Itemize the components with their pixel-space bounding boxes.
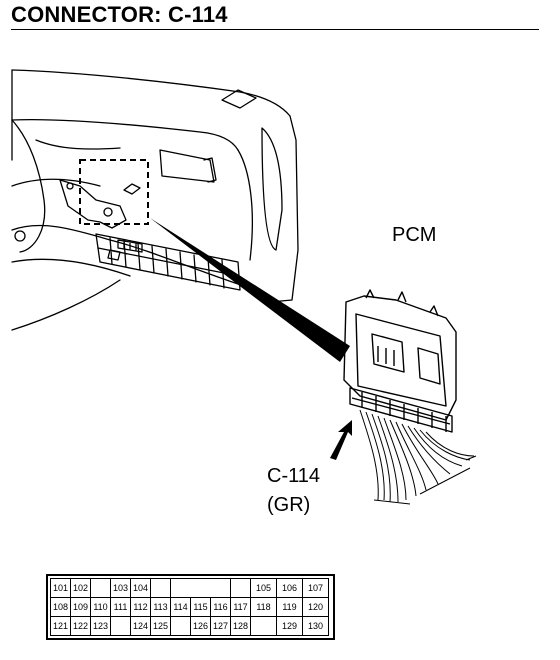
connector-id-label: C-114 <box>267 465 320 487</box>
connector-arrow <box>330 420 352 460</box>
pin-cell: 129 <box>276 616 303 636</box>
pcm-raised-panel <box>371 333 405 373</box>
pin-cell: 124 <box>130 616 151 636</box>
dash-lower-curve-3 <box>11 258 131 277</box>
pin-cell: 106 <box>276 578 303 598</box>
pin-cell: 116 <box>210 597 231 617</box>
pin-cell: 111 <box>110 597 131 617</box>
harness-wire <box>401 423 439 485</box>
page-title: CONNECTOR: C-114 <box>11 2 228 27</box>
harness-end <box>373 455 477 505</box>
pcm-slots <box>377 346 395 366</box>
harness-wire <box>425 431 475 457</box>
pin-cell: 103 <box>110 578 131 598</box>
pin-cell: 128 <box>230 616 251 636</box>
pin-cell: 127 <box>210 616 231 636</box>
pin-cell: 109 <box>70 597 91 617</box>
dash-lower-curve-4 <box>11 279 121 331</box>
pin-cell: 112 <box>130 597 151 617</box>
pin-cell: 122 <box>70 616 91 636</box>
dash-side-recess <box>261 127 283 251</box>
pcm-face <box>355 313 447 407</box>
dash-panel <box>159 149 215 183</box>
pcm-side-detail <box>417 347 441 385</box>
harness-wire <box>419 429 471 461</box>
pin-cell: 115 <box>190 597 211 617</box>
pin-cell <box>170 578 191 598</box>
dash-top-edge <box>11 69 291 117</box>
pin-cell <box>230 578 251 598</box>
pcm-label: PCM <box>392 224 437 246</box>
pin-cell: 110 <box>90 597 111 617</box>
pin-cell <box>170 616 191 636</box>
junction-relays <box>117 239 143 253</box>
junction-grid <box>97 237 240 289</box>
harness-wire <box>371 413 391 503</box>
pin-cell <box>210 578 231 598</box>
dash-vent <box>221 89 257 109</box>
pin-cell: 104 <box>130 578 151 598</box>
pin-cell <box>150 578 171 598</box>
pin-cell: 102 <box>70 578 91 598</box>
harness-wire <box>407 425 451 475</box>
dash-fastener <box>14 230 26 242</box>
dash-right-inner <box>237 149 254 261</box>
pin-cell: 114 <box>170 597 191 617</box>
pinout-table: 101 102 103 104 105 106 107 108 109 110 … <box>50 578 329 636</box>
junction-block <box>95 233 241 291</box>
callout-box <box>79 159 149 225</box>
harness-wire <box>389 419 417 497</box>
pin-cell: 113 <box>150 597 171 617</box>
dash-lower-edge <box>11 118 239 151</box>
small-connector <box>107 249 121 261</box>
pin-cell: 119 <box>276 597 303 617</box>
pin-cell: 120 <box>302 597 329 617</box>
pin-cell: 123 <box>90 616 111 636</box>
pin-cell: 117 <box>230 597 251 617</box>
harness-wire <box>359 409 379 501</box>
pcm-connector-cells <box>351 392 451 432</box>
connector-pinout: 101 102 103 104 105 106 107 108 109 110 … <box>46 574 335 640</box>
mount-bolt <box>103 207 113 217</box>
pcm-top-tabs <box>365 289 439 317</box>
pin-cell <box>250 616 277 636</box>
dash-right-panel <box>269 115 299 303</box>
pin-cell <box>90 578 111 598</box>
pin-cell: 125 <box>150 616 171 636</box>
dash-knee-panel <box>35 139 121 150</box>
harness-wire <box>395 421 427 491</box>
pin-row: 108 109 110 111 112 113 114 115 116 117 … <box>50 597 329 617</box>
pin-cell: 126 <box>190 616 211 636</box>
pcm-connector-row <box>349 387 453 433</box>
pin-cell <box>190 578 211 598</box>
mount-bracket <box>59 179 127 229</box>
harness-wire <box>365 411 385 501</box>
mount-tab <box>123 183 141 195</box>
pin-row: 121 122 123 124 125 126 127 128 129 130 <box>50 616 329 636</box>
pin-cell: 118 <box>250 597 277 617</box>
dash-left-shape <box>11 119 46 253</box>
pin-cell: 105 <box>250 578 277 598</box>
connector-color-label: (GR) <box>267 494 311 516</box>
dash-clip <box>203 157 217 183</box>
dash-lower-curve <box>11 178 101 187</box>
pin-cell: 101 <box>50 578 71 598</box>
pin-cell: 121 <box>50 616 71 636</box>
pin-cell: 108 <box>50 597 71 617</box>
callout-wedge <box>150 218 350 362</box>
harness-wire <box>377 415 399 503</box>
mount-bolt-2 <box>66 182 74 190</box>
harness-wire <box>413 427 463 467</box>
pin-cell: 130 <box>302 616 329 636</box>
pin-row: 101 102 103 104 105 106 107 <box>50 578 329 598</box>
pin-cell: 107 <box>302 578 329 598</box>
title-rule <box>11 29 539 30</box>
harness-wire <box>383 417 407 501</box>
pin-cell <box>110 616 131 636</box>
